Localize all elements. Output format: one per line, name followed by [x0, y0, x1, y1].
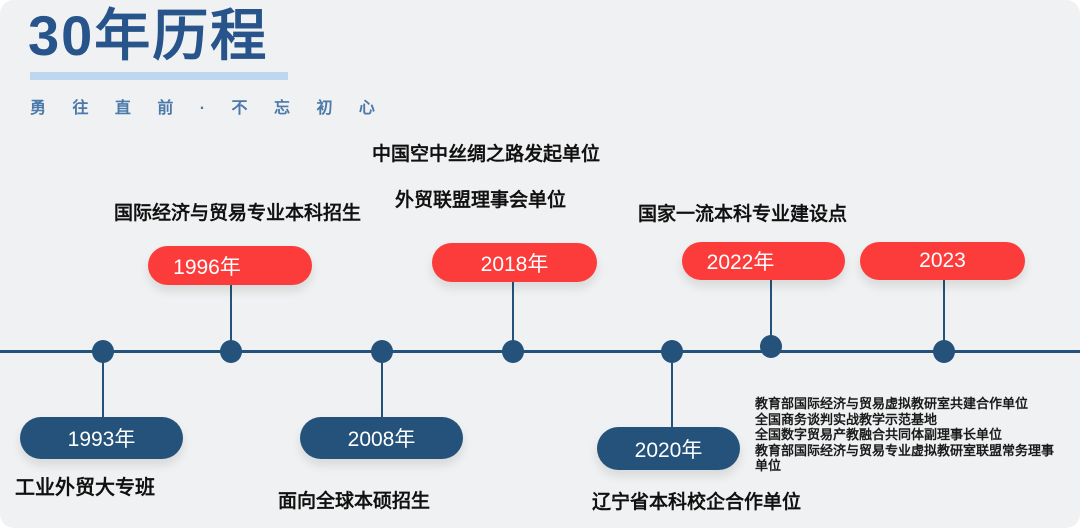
achievement-item: 教育部国际经济与贸易专业虚拟教研室联盟常务理事单位 [755, 442, 1055, 474]
timeline-dot-2022 [760, 335, 782, 358]
connector-2008 [381, 352, 383, 418]
caption-2022: 国家一流本科专业建设点 [638, 204, 848, 225]
connector-2018 [512, 281, 514, 352]
connector-2020 [671, 352, 673, 428]
achievements-2023: 教育部国际经济与贸易虚拟教研室共建合作单位 全国商务谈判实战教学示范基地 全国数… [755, 396, 1057, 474]
achievement-item: 全国数字贸易产教融合共同体副理事长单位 [755, 427, 1003, 442]
achievement-item: 全国商务谈判实战教学示范基地 [755, 411, 938, 427]
year-pill-1993: 1993年 [20, 417, 183, 459]
caption-1993: 工业外贸大专班 [15, 477, 155, 499]
caption-2018-line2: 外贸联盟理事会单位 [395, 190, 567, 211]
timeline-line [0, 350, 1080, 353]
year-pill-2020: 2020年 [597, 427, 740, 470]
caption-2008: 面向全球本硕招生 [278, 491, 431, 512]
year-pill-2008: 2008年 [300, 417, 463, 459]
timeline-dot-2023 [933, 340, 955, 363]
year-pill-2018: 2018年 [432, 243, 597, 282]
caption-2020: 辽宁省本科校企合作单位 [592, 492, 802, 513]
year-pill-2022: 2022年 [682, 242, 845, 280]
caption-2018-line1: 中国空中丝绸之路发起单位 [372, 144, 601, 165]
year-pill-1996: 1996年 [148, 246, 312, 285]
title-underline-bar [30, 72, 288, 80]
timeline-dot-2020 [661, 340, 683, 363]
timeline-dot-2018 [502, 340, 524, 363]
connector-1993 [102, 352, 104, 418]
year-pill-2023: 2023 [860, 242, 1025, 280]
timeline-dot-1993 [92, 340, 114, 363]
connector-2023 [943, 280, 945, 352]
timeline-dot-1996 [220, 340, 242, 363]
caption-1996: 国际经济与贸易专业本科招生 [114, 203, 362, 224]
achievement-item: 教育部国际经济与贸易虚拟教研室共建合作单位 [755, 396, 1029, 411]
connector-2022 [770, 280, 772, 347]
timeline-dot-2008 [371, 340, 393, 363]
page-title: 30年历程 [28, 4, 269, 67]
slide-subtitle: 勇 往 直 前 · 不 忘 初 心 [30, 100, 386, 117]
connector-1996 [230, 284, 232, 352]
